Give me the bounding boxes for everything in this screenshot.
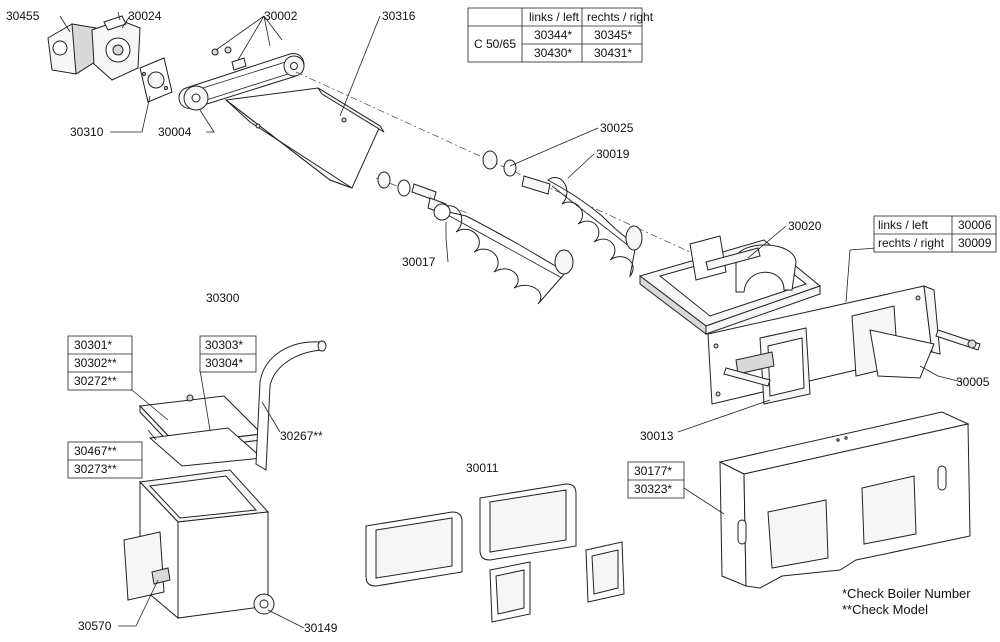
frame-1: 30467**	[74, 444, 117, 458]
header-right: rechts / right	[587, 10, 654, 24]
auger-lower	[427, 197, 574, 305]
lid-left-2: 30302**	[74, 356, 117, 370]
label-30024: 30024	[128, 9, 162, 23]
label-30316: 30316	[382, 9, 416, 23]
lid-table-right: 30303* 30304*	[199, 335, 257, 373]
front-panel	[718, 411, 971, 589]
cell-r1-right: 30345*	[594, 28, 632, 42]
side-plate	[707, 285, 981, 405]
label-30004: 30004	[158, 125, 192, 139]
auger-housing	[638, 235, 822, 336]
cell-r2-right: 30431*	[594, 46, 632, 60]
label-30300: 30300	[206, 291, 240, 305]
label-30013: 30013	[640, 429, 674, 443]
motor-gearbox	[47, 11, 141, 81]
frame-2: 30273**	[74, 462, 117, 476]
pellet-box	[123, 340, 327, 620]
bearings	[377, 150, 517, 201]
right-row1-part: 30006	[958, 218, 992, 232]
chain-drive	[178, 46, 305, 111]
label-30025: 30025	[600, 121, 634, 135]
lid-left-1: 30301*	[74, 338, 112, 352]
label-30267: 30267**	[280, 429, 323, 443]
footnotes: *Check Boiler Number **Check Model	[842, 586, 971, 618]
right-row2-part: 30009	[958, 236, 992, 250]
right-row1-side: links / left	[878, 218, 929, 232]
label-30455: 30455	[6, 9, 40, 23]
label-30149: 30149	[304, 621, 338, 635]
header-left: links / left	[529, 10, 580, 24]
panel-1: 30177*	[634, 464, 672, 478]
label-30017: 30017	[402, 255, 436, 269]
panel-2: 30323*	[634, 482, 672, 496]
label-30019: 30019	[596, 147, 630, 161]
lid-table-left: 30301* 30302** 30272**	[67, 335, 133, 391]
cell-r2-left: 30430*	[534, 46, 572, 60]
side-table-top: links / left rechts / right C 50/65 3034…	[467, 7, 654, 63]
panel-table: 30177* 30323*	[627, 461, 685, 499]
right-row2-side: rechts / right	[878, 236, 945, 250]
lid-right-1: 30303*	[205, 338, 243, 352]
side-table-right: links / left 30006 rechts / right 30009	[873, 215, 997, 253]
note-boiler: *Check Boiler Number	[842, 586, 971, 601]
label-30310: 30310	[70, 125, 104, 139]
row-label: C 50/65	[474, 37, 516, 51]
label-30011: 30011	[466, 461, 499, 475]
note-model: **Check Model	[842, 602, 928, 617]
chain-guard	[224, 87, 385, 189]
label-30570: 30570	[78, 619, 112, 633]
label-30020: 30020	[788, 219, 822, 233]
auger-upper	[521, 175, 643, 278]
label-30005: 30005	[956, 375, 990, 389]
gasket-set	[365, 483, 625, 623]
leader-lines	[59, 15, 963, 629]
frame-table: 30467** 30273**	[67, 441, 143, 479]
label-30002: 30002	[264, 9, 298, 23]
lid-right-2: 30304*	[205, 356, 243, 370]
cell-r1-left: 30344*	[534, 28, 572, 42]
motor-plate	[139, 57, 173, 103]
lid-left-3: 30272**	[74, 374, 117, 388]
